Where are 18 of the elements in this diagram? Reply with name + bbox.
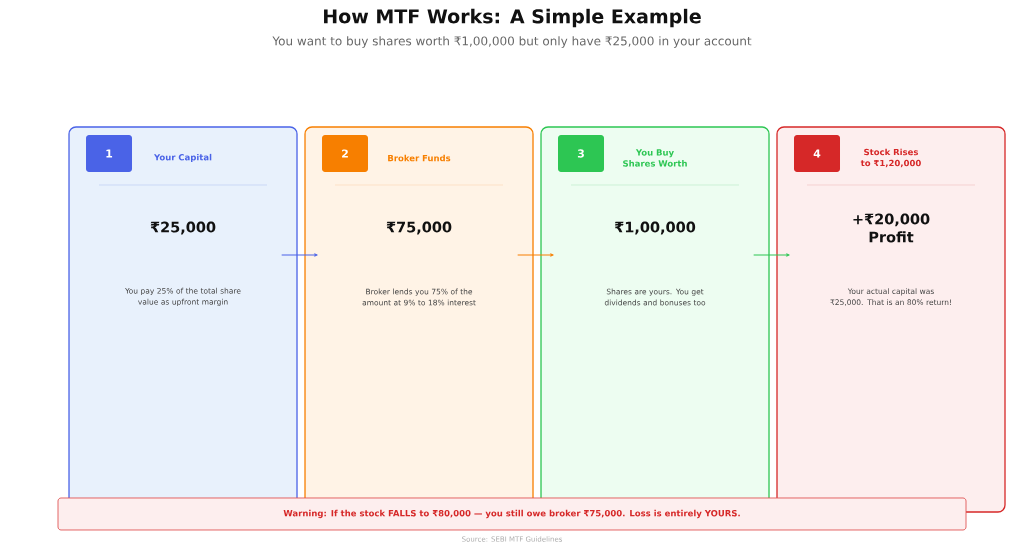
arrow xyxy=(281,253,318,257)
amount-text: ₹25,000 xyxy=(150,221,216,235)
step-number-badge: 2 xyxy=(322,135,368,172)
amount-text: +₹20,000 Profit xyxy=(853,213,930,243)
arrow xyxy=(517,253,554,257)
step-number-badge: 4 xyxy=(794,135,840,172)
title: How MTF Works: A Simple Example xyxy=(324,8,701,28)
warning-banner: Warning: If the stock FALLS to ₹80,000 — you still owe broker ₹75,000. Loss is entirely YOURS. xyxy=(57,497,967,531)
subtitle: You want to buy shares worth ₹1,00,000 but only have ₹25,000 in your account xyxy=(272,36,752,48)
arrow xyxy=(753,253,790,257)
step-heading: Broker Funds xyxy=(388,154,451,162)
step-heading: You Buy Shares Worth xyxy=(623,149,687,167)
amount-text: ₹1,00,000 xyxy=(614,221,696,235)
step-heading: Stock Rises to ₹1,20,000 xyxy=(860,148,921,168)
step-number-badge: 1 xyxy=(86,135,132,172)
amount-text: ₹75,000 xyxy=(386,221,452,235)
step-number-badge: 3 xyxy=(558,135,604,172)
step-heading: Your Capital xyxy=(153,153,212,163)
